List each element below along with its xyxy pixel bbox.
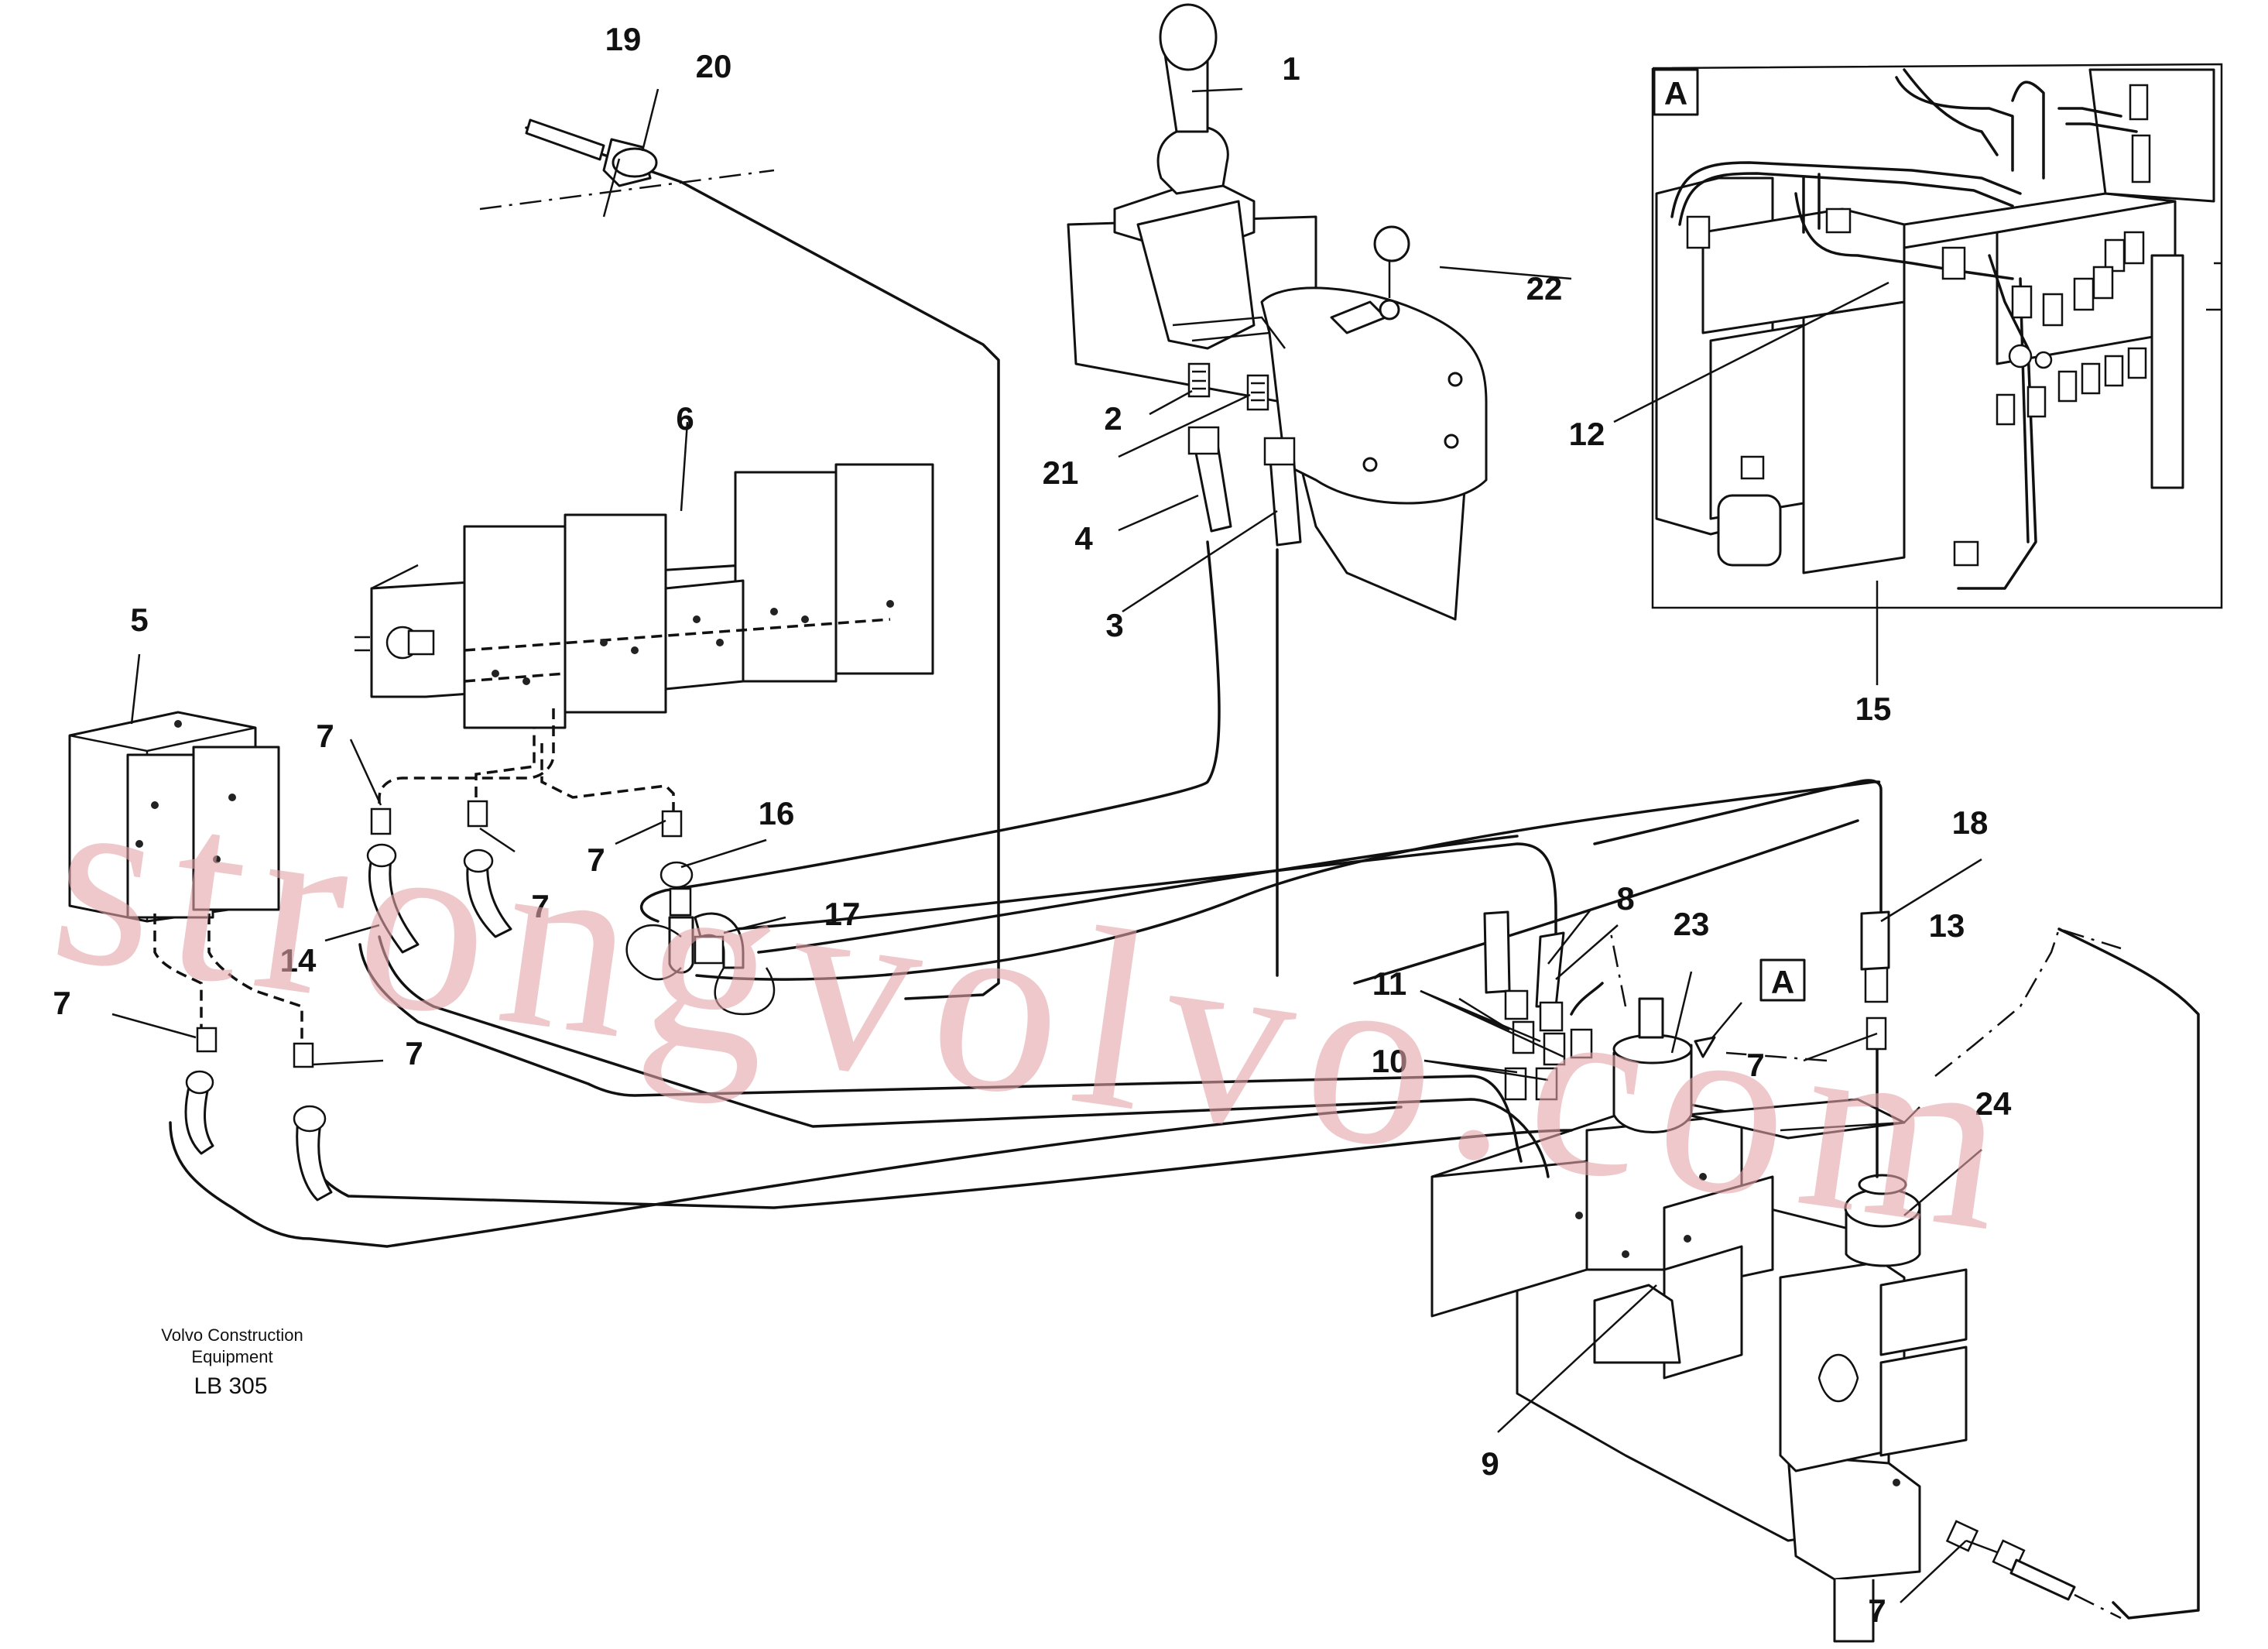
callout-18: 18 bbox=[1952, 804, 1989, 841]
detail-view-a: A bbox=[1651, 63, 2223, 609]
fittings-group bbox=[153, 705, 776, 1202]
callout-5: 5 bbox=[130, 602, 148, 638]
callout-7c: 7 bbox=[587, 842, 605, 878]
callout-2: 2 bbox=[1104, 400, 1122, 437]
callout-1: 1 bbox=[1282, 50, 1300, 87]
callout-7f: 7 bbox=[1746, 1047, 1764, 1083]
callout-labels: 1 2 3 4 5 6 7 7 7 7 7 7 7 8 9 10 11 12 1… bbox=[53, 21, 2012, 1629]
callout-16: 16 bbox=[759, 795, 795, 831]
company-line-1: Volvo Construction bbox=[161, 1325, 303, 1345]
callout-7a: 7 bbox=[316, 718, 334, 754]
callout-7e: 7 bbox=[405, 1035, 423, 1071]
callout-21: 21 bbox=[1043, 454, 1079, 491]
callout-15: 15 bbox=[1855, 691, 1892, 727]
callout-7d: 7 bbox=[53, 985, 70, 1021]
callout-13: 13 bbox=[1929, 907, 1965, 944]
callout-22: 22 bbox=[1526, 270, 1563, 307]
watermark-text: strongvolvo.com bbox=[39, 732, 2038, 1287]
drawing-code: LB 305 bbox=[194, 1373, 267, 1399]
callout-6: 6 bbox=[676, 400, 694, 437]
callout-3: 3 bbox=[1105, 607, 1123, 643]
detail-a-reference-label: A bbox=[1771, 964, 1794, 1000]
valve-bank-6 bbox=[355, 463, 934, 729]
callout-7g: 7 bbox=[1868, 1592, 1886, 1629]
callout-14: 14 bbox=[280, 942, 317, 979]
main-valve-block bbox=[1430, 997, 2122, 1643]
callout-11: 11 bbox=[1372, 965, 1406, 1002]
company-line-2: Equipment bbox=[191, 1347, 272, 1366]
callout-4: 4 bbox=[1074, 520, 1093, 557]
fittings-8-10-11 bbox=[1483, 910, 1604, 1101]
callout-8: 8 bbox=[1616, 880, 1634, 917]
callout-12: 12 bbox=[1569, 416, 1605, 452]
drawing-footer: Volvo Construction Equipment LB 305 bbox=[161, 1325, 303, 1399]
callout-7b: 7 bbox=[531, 888, 549, 924]
callout-20: 20 bbox=[696, 48, 732, 84]
callout-17: 17 bbox=[824, 896, 861, 932]
callout-24: 24 bbox=[1975, 1085, 2012, 1122]
detail-view-a-label: A bbox=[1664, 75, 1687, 111]
leader-lines bbox=[111, 87, 1982, 1603]
callout-23: 23 bbox=[1674, 906, 1710, 942]
valve-block-5 bbox=[68, 711, 280, 923]
callout-10: 10 bbox=[1372, 1043, 1408, 1079]
detail-a-reference-box bbox=[1759, 958, 1806, 1002]
joystick-assembly bbox=[1067, 3, 1488, 621]
callout-19: 19 bbox=[605, 21, 642, 57]
callout-9: 9 bbox=[1481, 1445, 1499, 1482]
